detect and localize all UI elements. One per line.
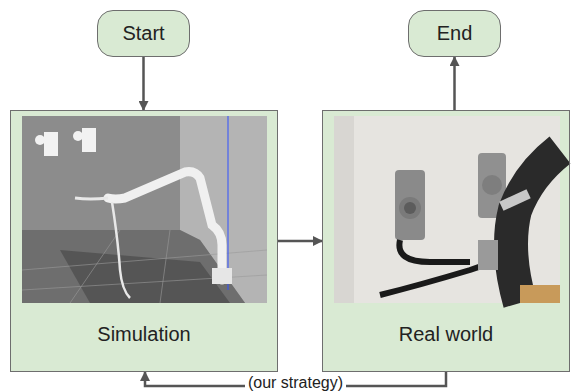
node-label: Real world	[323, 323, 569, 346]
terminal-pill: Start	[97, 10, 190, 57]
node-label: End	[437, 22, 473, 45]
node-label: Start	[122, 22, 164, 45]
panel-fill	[10, 110, 278, 372]
stage-panel: Real world	[322, 110, 570, 372]
real-world-photo	[334, 116, 560, 303]
stage-panel: Simulation	[10, 110, 278, 372]
flow-arrow	[453, 57, 456, 110]
node-label: Simulation	[11, 323, 277, 346]
flow-arrow	[278, 240, 322, 243]
edge-label: (our strategy)	[245, 375, 346, 391]
panel-fill	[322, 110, 570, 372]
terminal-pill: End	[408, 10, 501, 57]
simulation-render	[22, 116, 267, 303]
flow-arrow	[142, 57, 145, 110]
